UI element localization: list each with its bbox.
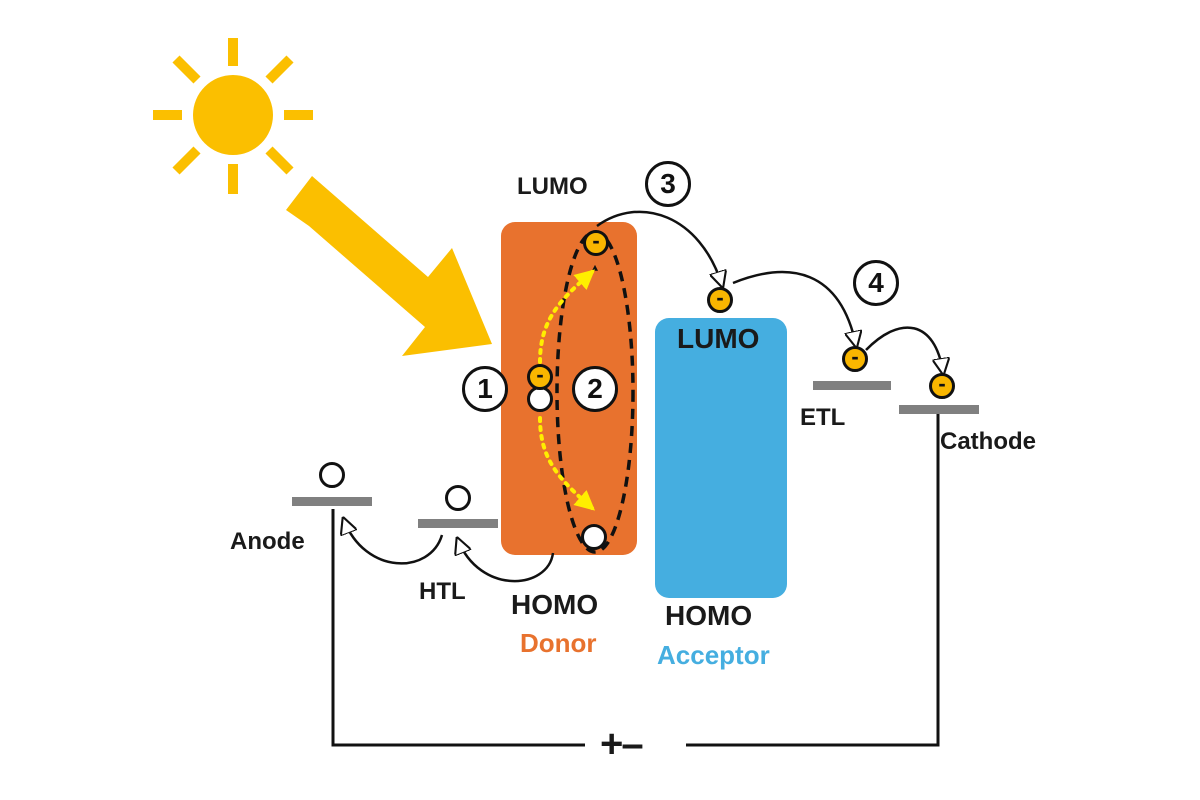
circuit-wire-right	[686, 414, 940, 747]
acceptor-label: Acceptor	[657, 640, 770, 670]
step-marker-3: 3	[645, 161, 691, 207]
electron-etl: -	[842, 346, 868, 372]
donor-block	[501, 222, 637, 555]
circuit-wire-left	[331, 509, 585, 747]
electron-acceptor-lumo: -	[707, 287, 733, 313]
step-marker-2: 2	[572, 366, 618, 412]
htl-level	[418, 519, 498, 528]
donor-homo-label: HOMO	[511, 589, 599, 620]
etl-level	[813, 381, 891, 390]
hole-transfer-arc-htl	[458, 540, 555, 583]
anode-level	[292, 497, 372, 506]
hole-donor-homo	[581, 524, 607, 550]
donor-lumo-label: LUMO	[517, 173, 588, 200]
electron-donor-lumo: -	[583, 230, 609, 256]
cathode-level	[899, 405, 979, 414]
etl-label: ETL	[800, 404, 846, 431]
battery-symbol: +–	[600, 722, 644, 766]
electron-transfer-arc-4a	[732, 270, 856, 345]
electron-donor-center: -	[527, 364, 553, 390]
sun-icon	[153, 38, 313, 194]
anode-label: Anode	[230, 528, 305, 555]
acceptor-lumo-label: LUMO	[677, 323, 760, 354]
htl-label: HTL	[419, 578, 466, 605]
acceptor-homo-label: HOMO	[665, 600, 753, 631]
hole-anode	[319, 462, 345, 488]
step-marker-1: 1	[462, 366, 508, 412]
hole-htl	[445, 485, 471, 511]
acceptor-block	[655, 318, 787, 598]
electron-transfer-arc-3	[596, 210, 722, 285]
light-beam-arrow	[286, 176, 492, 356]
step-marker-4: 4	[853, 260, 899, 306]
electron-transfer-arc-4b	[865, 326, 943, 372]
electron-cathode: -	[929, 373, 955, 399]
excitation-arrow-up	[538, 269, 596, 364]
cathode-label: Cathode	[940, 428, 1036, 455]
donor-label: Donor	[520, 628, 597, 658]
hole-transfer-arc-anode	[344, 520, 444, 565]
excitation-arrow-down	[538, 416, 596, 511]
